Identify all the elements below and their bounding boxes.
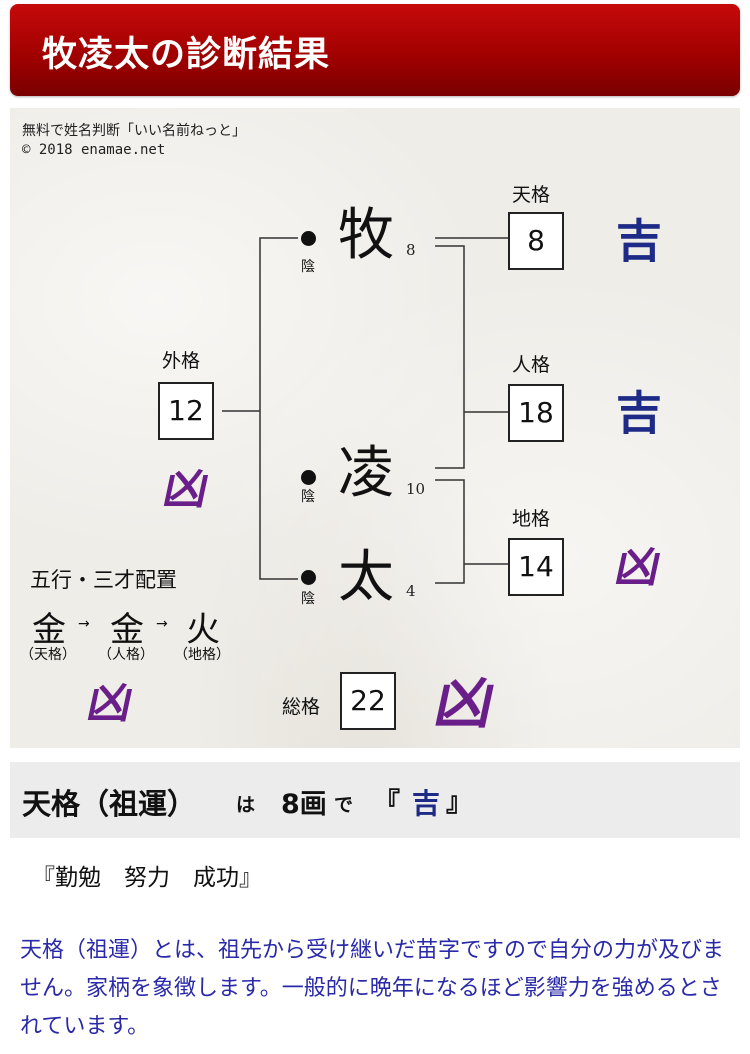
gaikaku-label: 外格 [162, 350, 201, 372]
detail-title: 天格（祖運） [22, 787, 197, 821]
gogyo-arrow: → [78, 616, 90, 632]
name-character: 凌 [338, 441, 394, 506]
stroke-count: 8 [406, 241, 416, 259]
stroke-count: 4 [406, 582, 416, 600]
jinkaku-value: 18 [508, 384, 564, 442]
stroke-count: 10 [406, 480, 426, 498]
yin-dot [301, 570, 316, 585]
page-title: 牧凌太の診断結果 [42, 35, 331, 75]
gogyo-element-chi: 火 [186, 610, 220, 650]
soukaku-value: 22 [340, 672, 396, 730]
gogyo-title: 五行・三才配置 [30, 568, 177, 592]
detail-stroke-count: 8画 [281, 789, 327, 820]
detail-particle-de: で [334, 794, 354, 816]
detail-close-quote: 』 [446, 788, 473, 818]
yinyang-mark: 陰 [301, 259, 315, 275]
jinkaku-fortune: 吉 [616, 386, 662, 440]
tenkaku-description: 天格（祖運）とは、祖先から受け継いだ苗字ですので自分の力が及びません。家柄を象徴… [20, 938, 725, 1039]
gogyo-element-jin: 金 [110, 610, 144, 650]
soukaku-fortune: 凶 [428, 669, 502, 737]
detail-fortune: 吉 [412, 787, 441, 820]
gogyo-fortune: 凶 [82, 678, 138, 729]
chikaku-label: 地格 [512, 508, 551, 530]
yinyang-mark: 陰 [301, 489, 315, 505]
yin-dot [301, 470, 316, 485]
gogyo-sub-chi: （地格） [174, 647, 230, 663]
tenkaku-detail-heading: 天格（祖運） は 8画 で 『 吉 』 [10, 762, 740, 838]
gogyo-element-ten: 金 [32, 610, 66, 650]
credit-site: 無料で姓名判断「いい名前ねっと」 [22, 123, 246, 139]
gaikaku-value: 12 [158, 382, 214, 440]
tenkaku-fortune: 吉 [616, 214, 662, 268]
detail-particle-wa: は [236, 794, 256, 816]
name-character: 太 [338, 545, 394, 610]
yinyang-mark: 陰 [301, 591, 315, 607]
gaikaku-fortune: 凶 [158, 464, 214, 515]
detail-open-quote: 『 [374, 788, 401, 818]
chikaku-fortune: 凶 [610, 542, 666, 593]
chikaku-value: 14 [508, 538, 564, 596]
fortune-keywords: 『勤勉 努力 成功』 [32, 865, 262, 891]
tenkaku-value: 8 [508, 212, 564, 270]
diagnosis-diagram: 無料で姓名判断「いい名前ねっと」 © 2018 enamae.net 陰 牧 8… [10, 108, 740, 748]
name-character: 牧 [338, 203, 394, 268]
yin-dot [301, 231, 316, 246]
credit-copyright: © 2018 enamae.net [22, 142, 166, 158]
connector-lines [222, 237, 508, 584]
gogyo-sub-jin: （人格） [98, 647, 154, 663]
gogyo-arrow: → [156, 616, 168, 632]
soukaku-label: 総格 [282, 696, 321, 718]
jinkaku-label: 人格 [512, 354, 551, 376]
gogyo-sub-ten: （天格） [20, 647, 76, 663]
tenkaku-label: 天格 [512, 184, 551, 206]
page-header: 牧凌太の診断結果 [10, 4, 740, 96]
